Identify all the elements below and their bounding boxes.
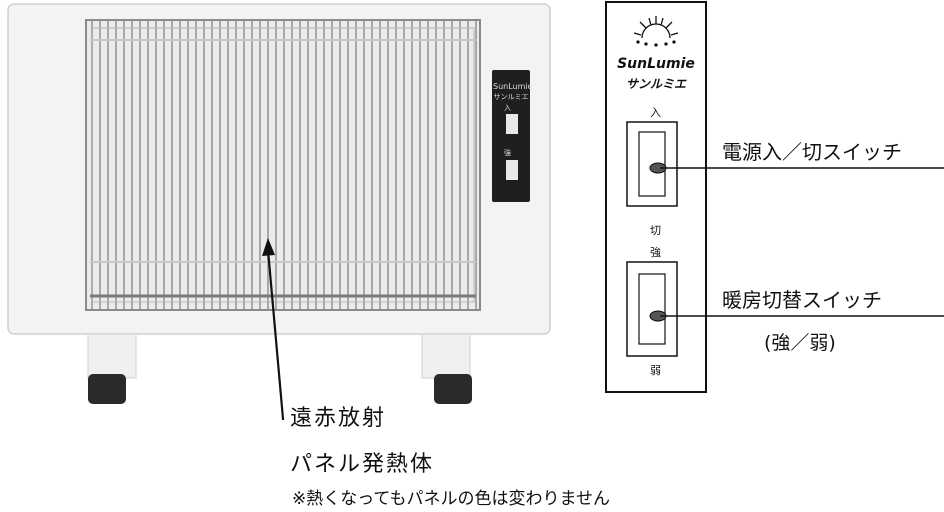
right-wheel (434, 374, 472, 404)
panel-callout-line2: パネル発熱体 (290, 452, 435, 477)
heat-panel-grille (85, 19, 481, 311)
power-switch-callout: 電源入／切スイッチ (722, 140, 902, 164)
mini-logo-ja: サンルミエ (493, 93, 529, 101)
panel-arrow-head (262, 238, 275, 256)
mini-power-switch (506, 114, 518, 134)
mini-heat-switch (506, 160, 518, 180)
heater-illustration (7, 3, 551, 420)
heat-switch-callout: 暖房切替スイッチ (722, 288, 882, 312)
panel-arrow-line (266, 249, 285, 420)
left-leg (87, 333, 137, 379)
heat-switch-rocker (638, 273, 666, 345)
heat-weak-label: 弱 (650, 364, 661, 377)
right-leg (421, 333, 471, 379)
power-off-label: 切 (650, 224, 661, 237)
left-wheel (88, 374, 126, 404)
power-on-label: 入 (650, 106, 661, 119)
mini-switch-bottom-label: 強 (504, 149, 511, 157)
heat-switch-callout-sub: (強／弱) (764, 332, 836, 354)
heat-strong-label: 強 (650, 246, 661, 259)
control-panel-diagram (605, 1, 944, 393)
mini-control-strip (492, 70, 530, 202)
panel-brand-en: SunLumie (617, 56, 695, 72)
panel-brand-ja: サンルミエ (625, 77, 686, 91)
sun-icon (633, 16, 679, 47)
mini-logo-en: SunLumie (493, 82, 533, 91)
panel-color-note: ※熱くなってもパネルの色は変わりません (292, 489, 611, 509)
panel-callout-line1: 遠赤放射 (290, 406, 387, 431)
mini-switch-top-label: 入 (504, 104, 511, 112)
